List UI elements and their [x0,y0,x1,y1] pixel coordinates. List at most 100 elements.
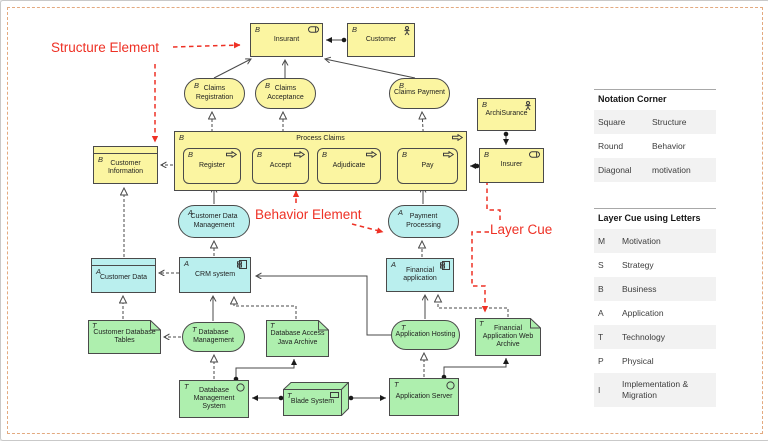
legend-title: Layer Cue using Letters [598,213,701,223]
node-application-hosting[interactable]: T Application Hosting [391,320,460,350]
node-label: CRM system [194,270,236,278]
node-customer-database-tables[interactable]: T Customer Database Tables [88,320,161,354]
node-claims-acceptance[interactable]: B Claims Acceptance [255,78,316,109]
legend-letter: A [598,308,604,318]
node-customer-information[interactable]: B Customer Information [93,146,158,184]
node-label: Claims Payment [394,89,445,97]
node-database-management-system[interactable]: T Database Management System [179,380,249,418]
node-customer-data-management[interactable]: A Customer Data Management [178,205,250,238]
legend-row: T Technology [594,325,716,349]
node-label: Customer Data Management [190,213,238,229]
node-insurant[interactable]: B Insurant [250,23,323,57]
annotation-structure-element: Structure Element [51,40,160,55]
node-label: Database Management System [193,386,235,411]
layer-letter: T [394,380,399,389]
process-arrow-icon [366,151,377,158]
node-label: Financial Application Web Archive [482,324,534,349]
layer-letter: B [265,81,271,90]
legend-layer: Technology [622,331,666,342]
node-customer-data[interactable]: A Customer Data [91,258,156,293]
layer-letter: B [352,25,358,34]
actor-icon [525,101,531,111]
node-label: Pay [421,161,434,169]
legend-row: I Implementation & Migration [594,373,716,407]
node-label: Financial application [403,266,437,282]
node-database-access-java-archive[interactable]: T Database Access Java Archive [266,320,329,357]
layer-letter: T [92,321,97,330]
node-financial-application[interactable]: A Financial application [386,258,454,292]
node-crm-system[interactable]: A CRM system [179,257,251,293]
legend-row: B Business [594,277,716,301]
legend-notation-corner: Notation Corner Square Structure Round B… [594,89,716,182]
layer-letter: B [484,150,490,159]
legend-shape: Diagonal [598,165,632,175]
artifact-shape [88,320,161,354]
layer-letter: T [479,319,484,328]
legend-layer: Motivation [622,235,661,246]
legend-letter: I [598,385,601,395]
node-payment-processing[interactable]: A Payment Processing [388,205,459,238]
legend-layer-cue: Layer Cue using Letters M Motivation S S… [594,208,716,407]
component-icon [237,260,247,269]
layer-letter: B [255,25,261,34]
node-blade-system[interactable]: Blade System T [283,382,349,416]
node-register[interactable]: B Register [183,148,241,184]
node-pay[interactable]: B Pay [397,148,458,184]
node-3d-shape [283,382,349,416]
process-arrow-icon [294,151,305,158]
legend-row: S Strategy [594,253,716,277]
device-icon [330,392,339,398]
layer-letter: A [398,208,404,217]
node-label: Customer Data [99,274,148,282]
node-database-management[interactable]: T Database Management [182,322,245,352]
process-arrow-icon [452,134,463,141]
node-label: Process Claims [296,135,345,142]
node-label: Blade System [290,398,335,406]
legend-meaning: motivation [652,164,691,175]
layer-letter: B [179,133,185,142]
node-archisurance[interactable]: B ArchiSurance [477,98,536,131]
actor-icon [404,26,410,36]
layer-letter: T [287,391,292,400]
artifact-shape [475,318,541,356]
node-label: Accept [269,161,292,169]
node-label: Adjudicate [332,161,366,169]
artifact-shape [266,320,329,357]
layer-letter: T [184,382,189,391]
layer-letter: B [482,100,488,109]
legend-layer: Application [622,307,664,318]
layer-letter: A [96,267,102,276]
node-label: Application Hosting [395,330,456,338]
node-claims-registration[interactable]: B Claims Registration [184,78,245,109]
role-icon [529,151,540,158]
system-software-icon [446,381,455,390]
node-label: Insurant [273,35,300,43]
legend-letter: B [598,284,604,294]
node-insurer[interactable]: B Insurer [479,148,544,183]
node-label: ArchiSurance [485,110,528,118]
legend-letter: T [598,332,604,342]
node-label: Customer [365,35,397,43]
node-accept[interactable]: B Accept [252,148,309,184]
node-financial-application-web-archive[interactable]: T Financial Application Web Archive [475,318,541,356]
node-customer[interactable]: B Customer [347,23,415,57]
legend-shape: Round [598,141,624,151]
legend-letter: M [598,236,606,246]
layer-letter: B [399,81,405,90]
legend-row: P Physical [594,349,716,373]
node-adjudicate[interactable]: B Adjudicate [317,148,381,184]
legend-layer: Physical [622,355,654,366]
legend-row: A Application [594,301,716,325]
layer-letter: T [192,325,197,334]
legend-meaning: Behavior [652,140,686,151]
layer-letter: B [257,150,263,159]
node-label: Customer Database Tables [93,328,156,344]
legend-title: Notation Corner [598,94,667,104]
legend-meaning: Structure [652,116,687,127]
node-claims-payment[interactable]: B Claims Payment [389,78,450,109]
process-arrow-icon [226,151,237,158]
node-application-server[interactable]: T Application Server [389,378,459,416]
annotation-behavior-element: Behavior Element [255,207,362,222]
